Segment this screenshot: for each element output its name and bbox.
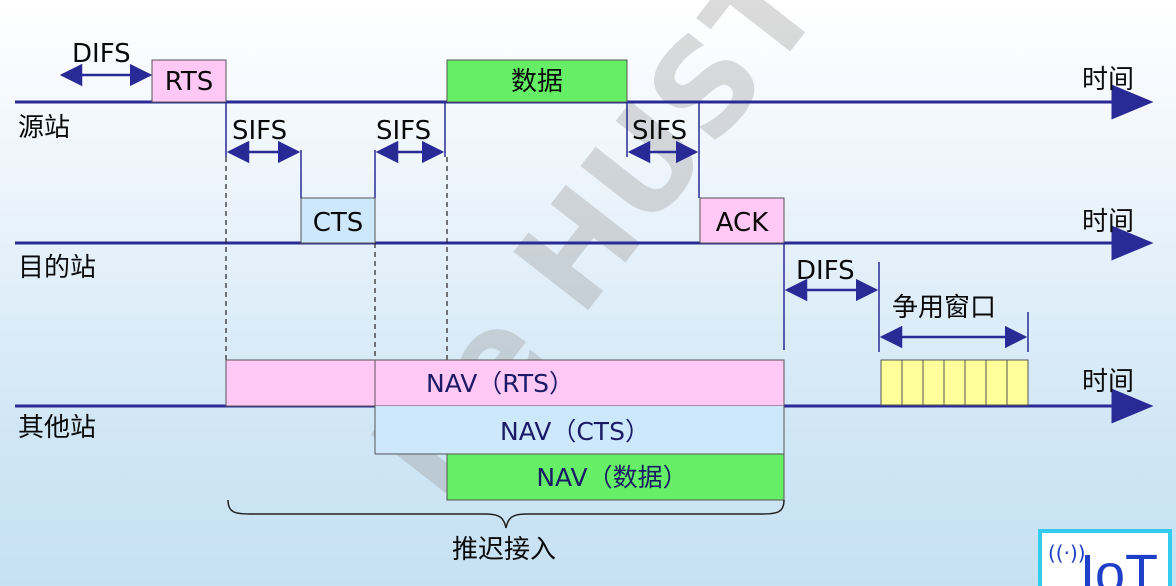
signal-icon: ((·)): [1048, 541, 1086, 565]
rts-frame: [151, 59, 227, 103]
cts-frame-label: CTS: [313, 208, 364, 238]
sifs-label-1: SIFS: [232, 116, 287, 146]
ack-frame-label: ACK: [716, 208, 769, 238]
destination-station-label: 目的站: [18, 253, 96, 283]
nav-cts-bar: [375, 406, 784, 454]
data-frame: [446, 59, 628, 103]
ack-frame: [699, 197, 785, 244]
nav-data-bar: [446, 453, 785, 501]
nav-rts-label: NAV（RTS）: [426, 369, 574, 398]
contention-window-label: 争用窗口: [892, 293, 996, 323]
nav-rts-bar: [225, 359, 785, 407]
destination-time-label: 时间: [1082, 207, 1134, 237]
iot-logo: ((·)) IoT: [1038, 529, 1172, 586]
data-frame-label: 数据: [511, 67, 563, 97]
other-stations-label: 其他站: [18, 413, 96, 443]
nav-data-label: NAV（数据）: [536, 463, 687, 492]
defer-access-label: 推迟接入: [452, 535, 556, 565]
source-difs-label: DIFS: [72, 39, 131, 69]
dest-difs-label: DIFS: [796, 256, 855, 286]
contention-slots: [880, 359, 1029, 406]
sifs-label-3: SIFS: [632, 116, 687, 146]
sifs-label-2: SIFS: [376, 116, 431, 146]
nav-cts-label: NAV（CTS）: [500, 417, 650, 446]
rts-frame-label: RTS: [165, 67, 214, 97]
source-time-label: 时间: [1082, 65, 1134, 95]
logo-border: [1038, 529, 1172, 586]
source-station-label: 源站: [18, 113, 70, 143]
logo-text: IoT: [1080, 544, 1158, 586]
contention-slot: [880, 359, 1029, 406]
cts-frame: [300, 197, 376, 244]
others-time-label: 时间: [1082, 367, 1134, 397]
defer-brace: [227, 499, 785, 529]
